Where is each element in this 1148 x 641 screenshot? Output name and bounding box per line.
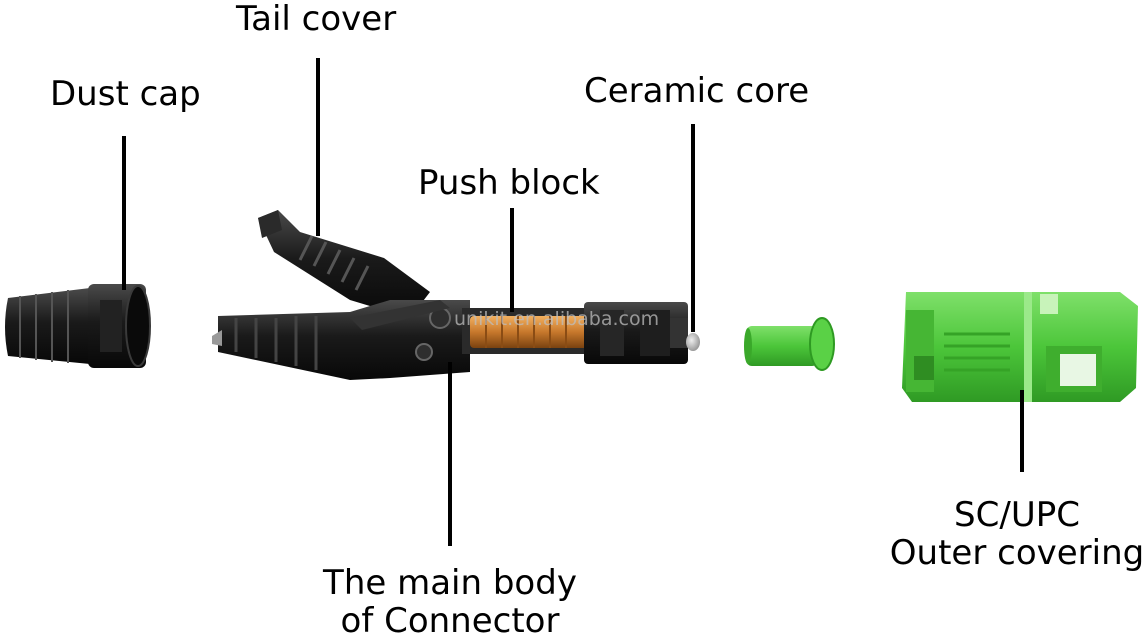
ceramic-core-tip bbox=[686, 333, 700, 351]
label-tail-cover: Tail cover bbox=[236, 0, 397, 39]
label-ceramic-core: Ceramic core bbox=[584, 71, 810, 111]
leader-lines bbox=[122, 58, 1024, 546]
label-dust-cap: Dust cap bbox=[50, 74, 201, 114]
label-push-block: Push block bbox=[418, 163, 600, 203]
label-sc-upc-line2: Outer covering bbox=[889, 533, 1145, 573]
label-sc-upc-line1: SC/UPC bbox=[954, 495, 1080, 535]
green-cap bbox=[744, 317, 835, 371]
front-housing bbox=[584, 302, 688, 364]
tail-cover bbox=[258, 210, 430, 318]
main-body bbox=[212, 300, 470, 380]
label-main-body-line2: of Connector bbox=[340, 601, 560, 641]
watermark: unikit.en.alibaba.com bbox=[454, 308, 660, 330]
label-sc-upc: SC/UPC Outer covering bbox=[888, 496, 1146, 572]
label-main-body-line1: The main body bbox=[323, 563, 577, 603]
dust-cap bbox=[5, 284, 151, 368]
push-block bbox=[462, 308, 592, 354]
sc-upc-housing bbox=[902, 292, 1138, 402]
label-main-body: The main body of Connector bbox=[300, 564, 600, 640]
